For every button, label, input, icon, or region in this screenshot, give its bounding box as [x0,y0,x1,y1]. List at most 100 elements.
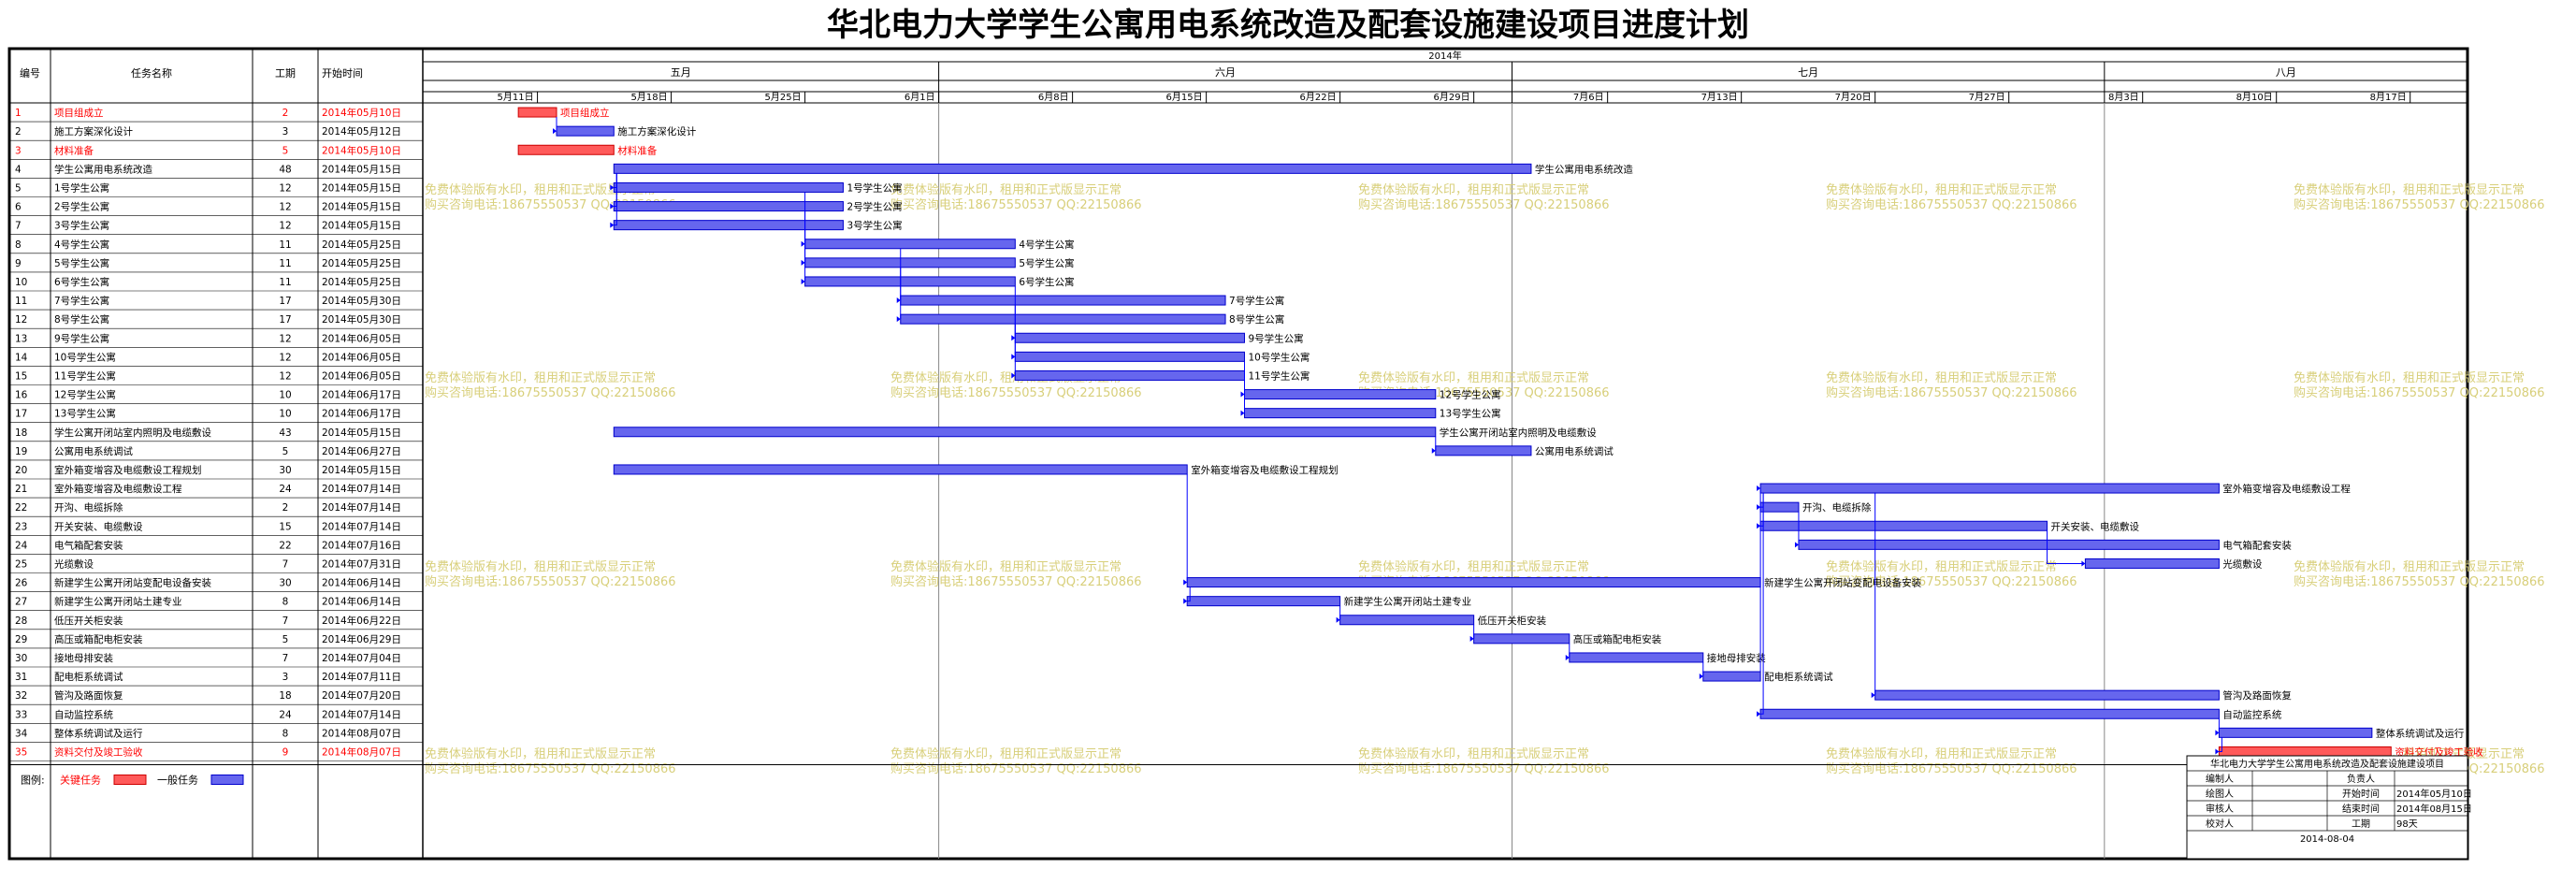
task-name: 2号学生公寓 [54,201,109,213]
watermark-line1: 免费体验版有水印，租用和正式版显示正常 [2294,370,2525,385]
gantt-bar [613,464,1188,475]
dependency-arrow [801,278,805,284]
week-label: 6月1日 [904,92,935,103]
gantt-bar [1759,708,2220,719]
task-start: 2014年05月15日 [322,181,401,194]
gantt-bar-label: 1号学生公寓 [847,181,902,194]
year-label: 2014年 [1428,50,1461,62]
dependency-link [1187,587,1191,602]
task-name: 施工方案深化设计 [54,125,133,138]
gantt-bar [1014,369,1245,381]
month-label: 七月 [1798,66,1818,79]
watermark-line1: 免费体验版有水印，租用和正式版显示正常 [1826,559,2057,574]
dependency-arrow [1757,504,1761,511]
gantt-bar-label: 4号学生公寓 [1019,239,1074,251]
legend-label: 图例: [21,774,45,787]
task-id: 20 [15,465,27,476]
task-name: 11号学生公寓 [54,369,116,382]
gantt-bar-label: 低压开关柜安装 [1478,615,1547,627]
dependency-arrow [801,259,805,266]
task-duration: 2 [282,502,289,514]
gantt-bar-label: 光缆敷设 [2222,558,2262,570]
gantt-bar [1874,689,2220,701]
gantt-bar-label: 材料准备 [617,144,657,156]
gantt-bar-label: 8号学生公寓 [1229,313,1284,326]
week-label: 7月20日 [1835,92,1872,103]
task-start: 2014年07月14日 [322,483,401,495]
task-name: 开关安装、电缆敷设 [54,520,143,532]
task-start: 2014年07月14日 [322,520,401,532]
task-start: 2014年05月10日 [322,144,401,156]
gantt-bar-label: 新建学生公寓开闭站变配电设备安装 [1764,577,1921,589]
info-box-cell: 编制人 [2206,773,2234,785]
gantt-bar [556,125,615,137]
task-duration: 7 [282,558,289,570]
task-duration: 5 [282,145,289,156]
column-header-name: 任务名称 [131,66,172,80]
gantt-bar [1759,501,1800,513]
task-duration: 3 [282,672,289,683]
watermark-line2: 购买咨询电话:18675550537 QQ:22150866 [1826,385,2077,400]
month-label: 五月 [671,66,691,79]
watermark-line1: 免费体验版有水印，租用和正式版显示正常 [890,559,1122,574]
task-duration: 7 [282,616,289,627]
gantt-bar [1339,615,1475,626]
dependency-link [1760,493,1764,715]
task-id: 26 [15,578,28,589]
watermark-line1: 免费体验版有水印，租用和正式版显示正常 [2294,559,2525,574]
column-header-duration: 工期 [275,67,296,80]
dependency-link [2047,530,2086,564]
info-box-cell: 2014年05月10日 [2396,788,2472,800]
task-id: 8 [15,239,22,251]
gantt-bar [1702,671,1761,682]
watermark-line2: 购买咨询电话:18675550537 QQ:22150866 [890,574,1142,589]
dependency-arrow [1757,485,1761,492]
watermark-line1: 免费体验版有水印，租用和正式版显示正常 [1826,370,2057,385]
dependency-arrow [801,240,805,247]
watermark-line1: 免费体验版有水印，租用和正式版显示正常 [1358,370,1589,385]
week-label: 8月17日 [2370,92,2407,103]
watermark-line1: 免费体验版有水印，租用和正式版显示正常 [425,182,656,197]
task-id: 16 [15,390,28,401]
task-start: 2014年07月14日 [322,501,401,514]
task-name: 9号学生公寓 [54,332,109,344]
task-name: 项目组成立 [54,107,104,119]
task-id: 29 [15,634,27,645]
watermark-line1: 免费体验版有水印，租用和正式版显示正常 [1826,182,2057,197]
watermark-line2: 购买咨询电话:18675550537 QQ:22150866 [425,385,676,400]
dependency-arrow [1011,354,1016,360]
task-duration: 30 [279,578,291,589]
task-name: 管沟及路面恢复 [54,689,123,702]
watermark-line1: 免费体验版有水印，租用和正式版显示正常 [2294,182,2525,197]
task-duration: 12 [279,182,291,194]
task-id: 4 [15,164,22,175]
gantt-bar-label: 室外箱变增容及电缆敷设工程规划 [1191,464,1339,476]
task-name: 8号学生公寓 [54,313,109,326]
gantt-bar [1473,633,1570,645]
watermark-line2: 购买咨询电话:18675550537 QQ:22150866 [1358,761,1610,776]
gantt-bar [613,181,844,193]
info-box-cell: 98天 [2396,819,2418,830]
task-duration: 3 [282,126,289,138]
task-name: 室外箱变增容及电缆敷设工程 [54,483,182,495]
dependency-arrow [896,297,901,304]
task-name: 1号学生公寓 [54,181,109,194]
task-name: 资料交付及竣工验收 [54,746,143,758]
dependency-arrow [896,316,901,323]
gantt-bar [1759,520,2048,531]
gantt-bar-label: 9号学生公寓 [1248,332,1303,344]
watermark-line2: 购买咨询电话:18675550537 QQ:22150866 [1826,197,2077,212]
gantt-bar-label: 接地母排安装 [1707,652,1766,664]
task-start: 2014年08月07日 [322,727,401,739]
week-label: 6月29日 [1434,92,1470,103]
info-box-cell: 负责人 [2347,773,2375,785]
week-label: 6月8日 [1038,92,1069,103]
dependency-arrow [1336,616,1340,623]
dependency-arrow [1240,391,1245,398]
dependency-arrow [1431,447,1436,454]
week-label: 6月22日 [1300,92,1337,103]
task-duration: 17 [279,314,291,326]
task-start: 2014年05月25日 [322,239,401,251]
task-duration: 17 [279,296,291,307]
